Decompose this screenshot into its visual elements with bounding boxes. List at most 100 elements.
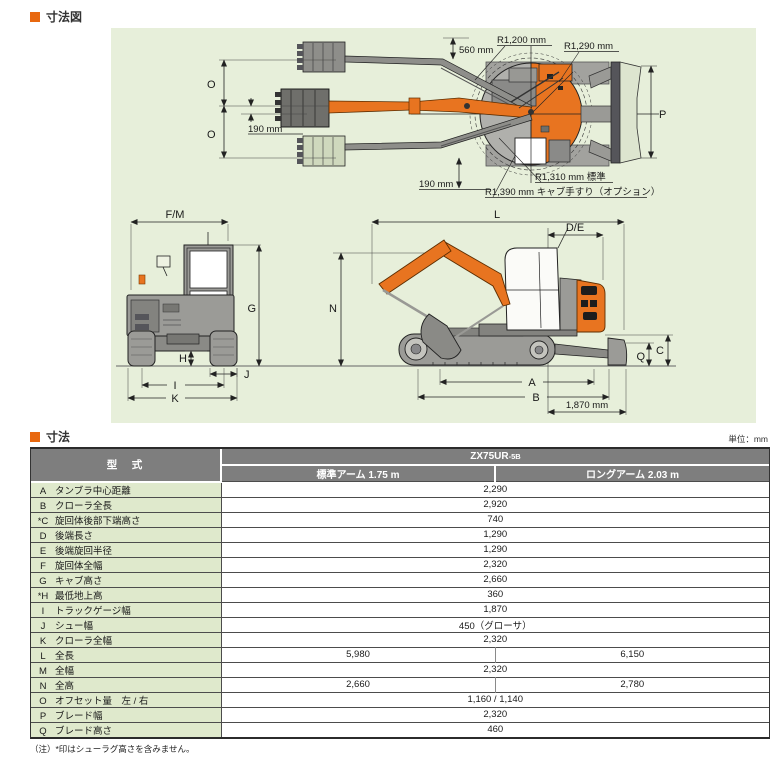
table-row: K クローラ全幅 2,320 (31, 631, 770, 647)
row-label: 全長 (55, 650, 75, 662)
dim-1870-label: 1,870 mm (566, 400, 608, 411)
dimensions-table-header: 型 式 ZX75UR-5B 標準アーム 1.75 m ロングアーム 2.03 m (31, 449, 770, 483)
row-value: 740 (221, 511, 770, 527)
column-header-long-arm: ロングアーム 2.03 m (493, 464, 770, 482)
unit-label: 単位：mm (728, 434, 768, 444)
row-label: 旋回体全幅 (55, 560, 103, 572)
row-label-cell: *H 最低地上高 (31, 586, 222, 602)
row-key: N (39, 680, 47, 692)
model-header-cell: 型 式 (31, 449, 222, 483)
row-key: *H (37, 590, 49, 602)
row-label-cell: I トラックゲージ幅 (31, 601, 222, 617)
row-key: E (39, 545, 47, 557)
dim-i-label: I (173, 380, 176, 392)
figure-section-header: 寸法図 (30, 8, 82, 25)
figure-section-title: 寸法図 (46, 10, 83, 24)
radius-1310-label: R1,310 mm 標準 (535, 171, 606, 183)
radius-1390-label: R1,390 mm キャブ手すり（オプション） (485, 186, 660, 198)
table-row: M 全幅 2,320 (31, 661, 770, 677)
row-value: 2,320 (221, 556, 770, 572)
row-key: P (39, 710, 47, 722)
row-value-long-arm: 6,150 (495, 646, 770, 662)
row-label: クローラ全幅 (55, 635, 113, 647)
row-value: 2,920 (221, 496, 770, 512)
row-value: 2,320 (221, 631, 770, 647)
row-value: 1,870 (221, 601, 770, 617)
row-label-cell: P ブレード幅 (31, 706, 222, 722)
row-label: 最低地上高 (55, 590, 103, 602)
model-name-cell: ZX75UR-5B (219, 449, 770, 466)
boom-position-center (275, 71, 564, 128)
boom-position-lower (297, 113, 533, 167)
row-key: I (41, 605, 45, 617)
model-name: ZX75UR (470, 451, 509, 462)
dim-j-label: J (244, 369, 250, 381)
orange-square-icon (30, 431, 40, 442)
dim-h-label: H (179, 353, 187, 365)
dim-a-label: A (528, 377, 536, 389)
dim-fm-label: F/M (166, 209, 185, 221)
dimension-diagram: P (116, 35, 676, 415)
row-label: ブレード幅 (55, 710, 103, 722)
row-label-cell: K クローラ全幅 (31, 631, 222, 647)
row-label: 全幅 (55, 665, 75, 677)
row-label-cell: F 旋回体全幅 (31, 556, 222, 572)
dim-190-bottom-label: 190 mm (419, 179, 453, 190)
dim-de-label: D/E (566, 222, 584, 234)
row-label: 後端長さ (55, 530, 94, 542)
dimension-diagram-panel: P (111, 28, 756, 423)
dim-p-label: P (659, 109, 666, 121)
row-value: 460 (221, 721, 770, 737)
dim-o-upper-label: O (207, 79, 216, 91)
row-value: 2,320 (221, 661, 770, 677)
row-label-cell: N 全高 (31, 676, 222, 692)
boom-position-upper (297, 41, 533, 113)
row-value-standard-arm: 5,980 (221, 646, 496, 662)
row-key: D (39, 530, 47, 542)
row-key: K (39, 635, 47, 647)
row-label: トラックゲージ幅 (55, 605, 131, 617)
model-suffix: -5B (508, 452, 521, 461)
row-key: A (39, 485, 47, 497)
table-section-title: 寸法 (46, 430, 71, 444)
table-row: P ブレード幅 2,320 (31, 706, 770, 722)
row-label-cell: O オフセット量 左 / 右 (31, 691, 222, 707)
row-value: 2,660 (221, 571, 770, 587)
row-value: 2,320 (221, 706, 770, 722)
dim-b-label: B (532, 392, 539, 404)
dim-k-label: K (171, 393, 179, 405)
row-key: M (39, 665, 47, 677)
dim-g-label: G (247, 303, 256, 315)
radius-1200-label: R1,200 mm (497, 35, 546, 46)
row-key: F (40, 560, 46, 572)
row-value: 450（グローサ） (221, 616, 770, 632)
dim-l-label: L (494, 209, 500, 221)
table-caption-row: 寸法 単位：mm (30, 428, 768, 445)
rear-view-drawing: F/M (126, 209, 262, 405)
row-label: ブレード高さ (55, 725, 113, 737)
row-label: 全高 (55, 680, 75, 692)
column-header-standard-arm: 標準アーム 1.75 m (221, 464, 496, 482)
row-label-cell: D 後端長さ (31, 526, 222, 542)
row-label: オフセット量 左 / 右 (55, 695, 149, 707)
row-label: 旋回体後部下端高さ (55, 515, 141, 527)
row-key: O (39, 695, 47, 707)
top-view-drawing: P (207, 35, 666, 198)
